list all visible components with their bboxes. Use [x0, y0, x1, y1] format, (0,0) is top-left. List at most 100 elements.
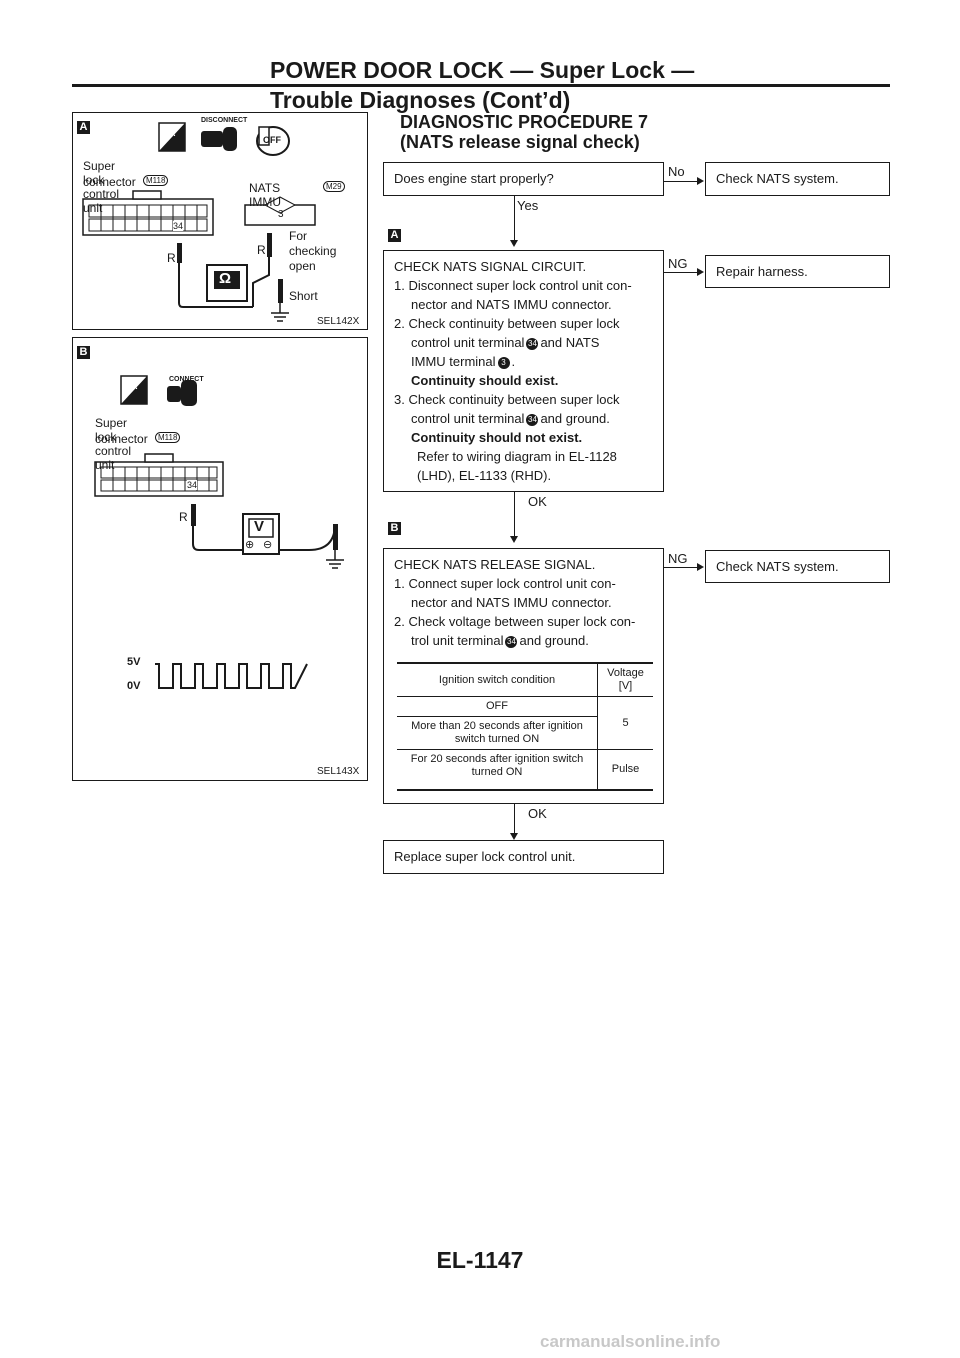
key-off-icon: OFF: [263, 135, 281, 145]
page-number: EL-1147: [436, 1247, 524, 1273]
figure-a-wire-r2: R: [257, 243, 266, 257]
step1-no-arrow: [697, 177, 704, 185]
step1-yes-arrow: [510, 240, 518, 247]
step1-box: Does engine start properly?: [383, 162, 664, 196]
voltage-table-row-off: OFF: [397, 696, 598, 717]
voltage-table-header-text: Voltage: [607, 667, 644, 679]
figure-a-immu-label: NATS IMMU: [249, 181, 281, 209]
step2-text: control unit terminal: [411, 335, 525, 350]
figure-a-pin-34: 34: [173, 221, 184, 231]
figure-b-pin-34: 34: [187, 480, 198, 490]
connect-icon: CONNECT: [169, 376, 204, 383]
figure-b-connector-code: M118: [155, 432, 181, 443]
terminal-icon: 34: [526, 413, 539, 426]
figure-a-for-label: For: [289, 229, 307, 243]
step3-line: 2. Check voltage between super lock con-: [394, 614, 636, 629]
step2-line: 2. Check continuity between super lock: [394, 316, 620, 331]
figure-b-wire-r: R: [179, 510, 188, 524]
voltage-table-cell-text: More than 20 seconds after ignition: [411, 720, 583, 732]
step2-line: Refer to wiring diagram in EL-1128: [417, 449, 617, 464]
waveform-0v-label: 0V: [127, 680, 141, 692]
step2-title: CHECK NATS SIGNAL CIRCUIT.: [394, 259, 587, 274]
step3-ok-arrow: [510, 833, 518, 840]
hs-icon: H.S.: [122, 382, 138, 391]
step3-box: CHECK NATS RELEASE SIGNAL. 1. Connect su…: [383, 548, 664, 804]
step2-line: (LHD), EL-1133 (RHD).: [417, 468, 552, 483]
voltage-table-cell-text: For 20 seconds after ignition switch: [410, 753, 584, 765]
step3-title: CHECK NATS RELEASE SIGNAL.: [394, 557, 596, 572]
figure-a-open-label: open: [289, 259, 316, 273]
procedure-title-line2: (NATS release signal check): [400, 132, 640, 152]
step3-ok-line: [514, 804, 515, 834]
step4-action: Replace super lock control unit.: [394, 849, 576, 864]
step3-line: 1. Connect super lock control unit con-: [394, 576, 616, 591]
step1-no-line: [664, 181, 697, 182]
step2-marker: A: [388, 229, 401, 242]
step2-box: CHECK NATS SIGNAL CIRCUIT. 1. Disconnect…: [383, 250, 664, 492]
step2-ng-label: NG: [668, 256, 688, 271]
voltage-table-value-pulse: Pulse: [597, 749, 653, 790]
step3-text: and ground.: [519, 633, 589, 648]
figure-a-checking-label: checking: [289, 244, 337, 258]
minus-icon: ⊖: [263, 539, 273, 551]
figure-a-unit-label: Super lock control unit: [83, 159, 120, 215]
terminal-icon: 3: [497, 356, 510, 369]
step3-ng-box: Check NATS system.: [705, 550, 890, 583]
step3-ng-line: [664, 567, 697, 568]
step2-line: 1. Disconnect super lock control unit co…: [394, 278, 632, 293]
voltmeter-icon: V: [254, 518, 265, 535]
disconnect-icon: DISCONNECT: [201, 117, 248, 124]
figure-b-connector-label: connector: [95, 432, 148, 446]
step2-text: control unit terminal: [411, 411, 525, 426]
figure-b-panel: B H.S. CONNECT Super lock cont: [72, 337, 368, 781]
voltage-table-value-5: 5: [597, 696, 653, 750]
voltage-table-header-voltage: Voltage[V]: [597, 663, 653, 697]
figure-b-code: SEL143X: [317, 766, 360, 777]
figure-a-diagram: [82, 122, 316, 322]
step3-line: nector and NATS IMMU connector.: [411, 595, 612, 610]
step1-no-label: No: [668, 164, 685, 179]
figure-a-code: SEL142X: [317, 316, 360, 327]
step2-text: and ground.: [540, 411, 610, 426]
figure-a-panel: A: [72, 112, 368, 330]
figure-a-connector-label: connector: [83, 175, 136, 189]
step2-text: .: [511, 354, 516, 369]
step1-question: Does engine start properly?: [394, 171, 554, 186]
hs-icon: H.S.: [160, 129, 176, 138]
step1-yes-label: Yes: [517, 198, 539, 213]
step3-ng-action: Check NATS system.: [716, 559, 839, 574]
step2-ng-arrow: [697, 268, 704, 276]
step2-line: 3. Check continuity between super lock: [394, 392, 620, 407]
figure-a-wire-r1: R: [167, 251, 176, 265]
plus-icon: ⊕: [245, 539, 255, 551]
step2-text: IMMU terminal: [411, 354, 496, 369]
figure-a-marker: A: [77, 121, 90, 134]
watermark: carmanualsonline.info: [540, 1332, 721, 1351]
figure-b-marker: B: [77, 346, 90, 359]
step2-ng-box: Repair harness.: [705, 255, 890, 288]
figure-a-pin-3: 3: [278, 209, 284, 220]
figure-b-diagram: [94, 375, 344, 689]
voltage-table-cell-text: turned ON: [471, 766, 523, 778]
figure-a-immu-code: M29: [323, 181, 345, 192]
procedure-title: DIAGNOSTIC PROCEDURE 7 (NATS release sig…: [400, 112, 648, 152]
step3-ng-arrow: [697, 563, 704, 571]
step2-text: and NATS: [540, 335, 600, 350]
step3-ok-label: OK: [528, 806, 547, 821]
terminal-icon: 34: [505, 635, 518, 648]
step2-ok-label: OK: [528, 494, 547, 509]
figure-b-unit-label: Super lock control unit: [95, 416, 132, 472]
voltage-table-header-unit: [V]: [618, 680, 633, 692]
step2-ng-action: Repair harness.: [716, 264, 808, 279]
voltage-table-cell-text: switch turned ON: [454, 733, 540, 745]
figure-a-short-label: Short: [289, 289, 318, 303]
step2-line: nector and NATS IMMU connector.: [411, 297, 612, 312]
step3-ng-label: NG: [668, 551, 688, 566]
step2-ok-line: [514, 492, 515, 537]
